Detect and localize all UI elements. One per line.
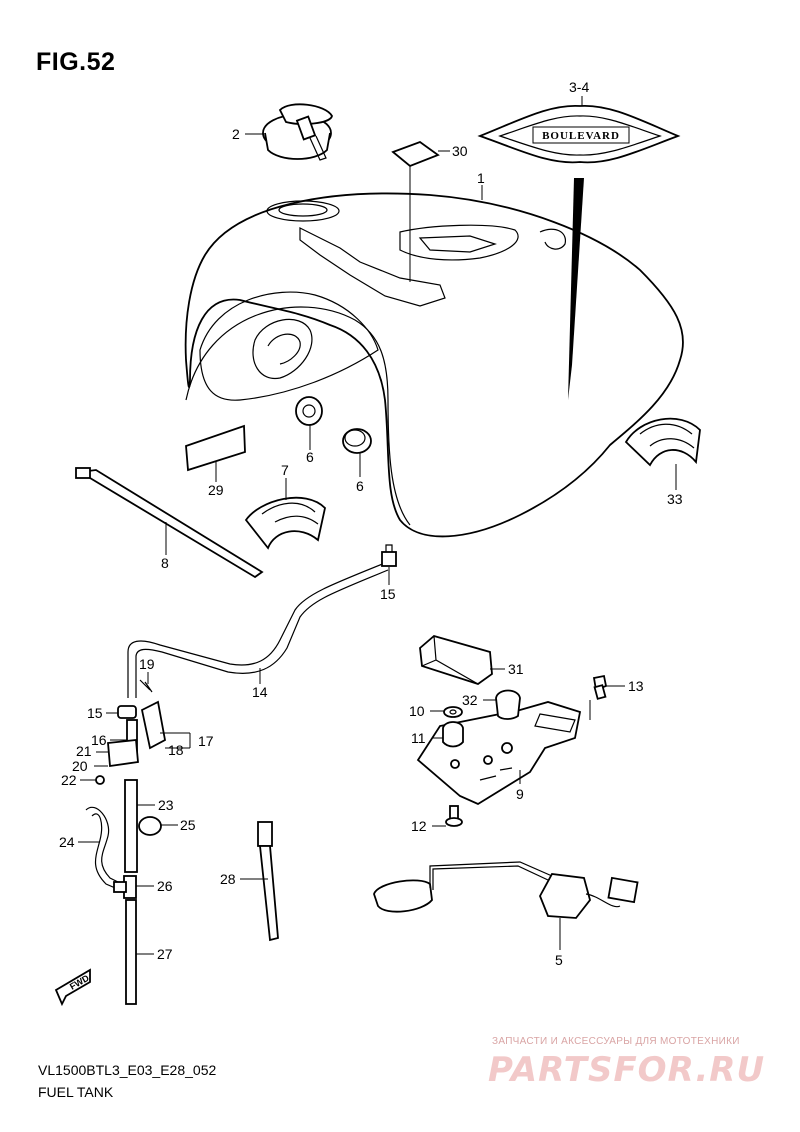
fuel-tank bbox=[184, 192, 684, 538]
callout-32: 32 bbox=[462, 692, 478, 708]
fuel-hose bbox=[85, 806, 125, 886]
fuel-cock-assembly bbox=[95, 679, 167, 785]
callout-10: 10 bbox=[409, 703, 425, 719]
caution-label bbox=[391, 140, 440, 168]
tank-cushion-rear bbox=[624, 417, 701, 467]
callout-6-b: 6 bbox=[356, 478, 364, 494]
bracket-bolt bbox=[445, 805, 463, 827]
watermark-logo: PARTSFOR.RU bbox=[488, 1050, 766, 1090]
tank-stripe-decal bbox=[568, 178, 584, 400]
t-joint bbox=[113, 875, 137, 899]
emblem-text: BOULEVARD bbox=[542, 130, 620, 142]
section-name: FUEL TANK bbox=[38, 1084, 114, 1100]
washer bbox=[443, 706, 463, 718]
callout-19: 19 bbox=[139, 656, 155, 672]
fuel-cap bbox=[262, 103, 333, 161]
callout-21: 21 bbox=[76, 743, 92, 759]
callout-31: 31 bbox=[508, 661, 524, 677]
mounting-bolt bbox=[592, 674, 608, 700]
insulator-block bbox=[419, 635, 493, 685]
callout-15-a: 15 bbox=[380, 586, 396, 602]
callout-27: 27 bbox=[157, 946, 173, 962]
breather-hose bbox=[127, 562, 386, 698]
spacer-cushion bbox=[442, 721, 464, 748]
tank-cushion-front bbox=[244, 496, 326, 550]
fwd-arrow-icon: FWD bbox=[54, 968, 91, 1007]
callout-20: 20 bbox=[72, 758, 88, 774]
callout-11: 11 bbox=[411, 730, 426, 746]
model-code: VL1500BTL3_E03_E28_052 bbox=[38, 1062, 217, 1078]
callout-24: 24 bbox=[59, 834, 75, 850]
callout-28: 28 bbox=[220, 871, 236, 887]
rubber-grommet bbox=[495, 689, 521, 720]
leader-lines bbox=[78, 96, 677, 955]
callout-29: 29 bbox=[208, 482, 224, 498]
callout-14: 14 bbox=[252, 684, 268, 700]
callout-18: 18 bbox=[168, 742, 184, 758]
callout-22: 22 bbox=[61, 772, 77, 788]
callout-8: 8 bbox=[161, 555, 169, 571]
callout-2: 2 bbox=[232, 126, 240, 142]
fuel-pipe-upper bbox=[124, 779, 138, 873]
callout-9: 9 bbox=[516, 786, 524, 802]
fuel-pipe-lower bbox=[125, 899, 137, 1005]
cable-tie-small bbox=[257, 821, 279, 942]
callout-26: 26 bbox=[157, 878, 173, 894]
callout-6-a: 6 bbox=[306, 449, 314, 465]
cushion-cap bbox=[342, 428, 372, 454]
callout-15-b: 15 bbox=[87, 705, 103, 721]
fuel-level-gauge bbox=[373, 861, 639, 919]
callout-13: 13 bbox=[628, 678, 644, 694]
cushion-round bbox=[295, 396, 323, 426]
pipe-cap bbox=[138, 816, 162, 836]
cable-tie bbox=[75, 467, 264, 579]
callout-17: 17 bbox=[198, 733, 214, 749]
figure-title: FIG.52 bbox=[36, 48, 116, 76]
watermark-tagline: ЗАПЧАСТИ И АКСЕССУАРЫ ДЛЯ МОТОТЕХНИКИ bbox=[492, 1036, 740, 1047]
callout-12: 12 bbox=[411, 818, 427, 834]
callout-1: 1 bbox=[477, 170, 485, 186]
callout-3-4: 3-4 bbox=[569, 79, 589, 95]
callout-7: 7 bbox=[281, 462, 289, 478]
callout-23: 23 bbox=[158, 797, 174, 813]
info-label bbox=[185, 424, 246, 472]
callout-labels: 3-4 2 30 1 6 6 29 7 33 8 15 14 19 15 16 … bbox=[59, 79, 683, 968]
callout-30: 30 bbox=[452, 143, 468, 159]
callout-5: 5 bbox=[555, 952, 563, 968]
callout-25: 25 bbox=[180, 817, 196, 833]
callout-16: 16 bbox=[91, 732, 107, 748]
callout-33: 33 bbox=[667, 491, 683, 507]
hose-clamp-top bbox=[381, 544, 397, 567]
boulevard-emblem: BOULEVARD bbox=[477, 104, 681, 164]
